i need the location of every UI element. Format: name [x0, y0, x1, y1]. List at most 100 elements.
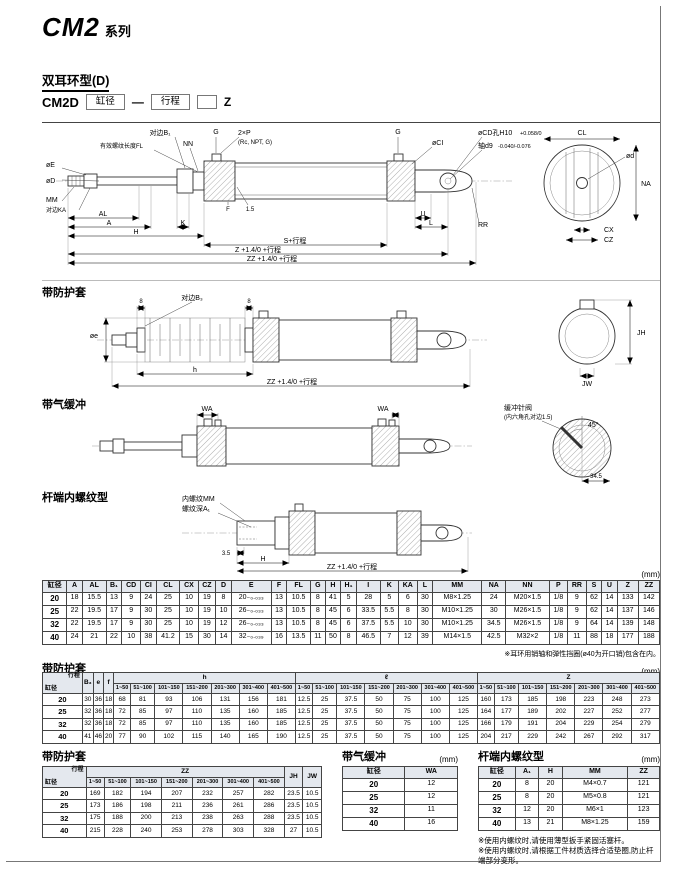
- stroke-range-header: 51~100: [493, 683, 520, 694]
- label-cx: CX: [604, 227, 614, 234]
- label-nn: NN: [183, 141, 193, 148]
- dim-cell: 30: [416, 617, 434, 632]
- col-header: G: [310, 580, 326, 593]
- dim-cell: M26×1.5: [505, 604, 550, 619]
- stroke-range-header: 51~100: [311, 683, 338, 694]
- col-header: ZZ: [637, 580, 661, 593]
- dimension-lines: [61, 136, 639, 266]
- label-fl: 有效螺纹长度FL: [100, 142, 144, 150]
- dim-cell: 37.5: [355, 617, 381, 632]
- dim-cell: 36: [92, 705, 105, 719]
- dim-cell: 18: [66, 591, 83, 606]
- dim-cell: 22: [66, 604, 83, 619]
- dim-cell: 30: [140, 617, 157, 632]
- dim-cell: 10: [179, 591, 199, 606]
- dim-cell: 12: [404, 777, 458, 792]
- col-header: FL: [286, 580, 311, 593]
- stroke-range-header: 401~500: [266, 683, 296, 694]
- label-8-left: 8: [139, 299, 143, 305]
- dim-cell: 227: [574, 705, 604, 719]
- label-jh: JH: [637, 330, 646, 337]
- dim-cell: 24: [481, 591, 507, 606]
- dim-cell: 11: [310, 630, 326, 645]
- label-na: NA: [641, 181, 651, 188]
- dim-cell: 6: [340, 617, 357, 632]
- col-header: CX: [179, 580, 199, 593]
- dim-cell: 10.5: [302, 824, 322, 838]
- dim-cell: 36: [92, 717, 105, 732]
- dim-cell: 273: [630, 692, 661, 707]
- stroke-range-header: 1~50: [113, 683, 131, 694]
- dim-cell: 93: [154, 692, 184, 707]
- label-z-stroke: Z +1.4/0 +行程: [235, 245, 281, 254]
- label-8-right: 8: [247, 299, 251, 305]
- corner-bore-label: 缸径: [45, 685, 58, 692]
- dim-cell: M20×1.5: [505, 591, 550, 606]
- dim-cell: 72: [113, 717, 131, 732]
- dim-cell: 207: [160, 786, 193, 801]
- dim-cell: 25: [311, 717, 338, 732]
- label-female-zz: ZZ +1.4/0 +行程: [327, 562, 377, 571]
- dim-cell: 46.5: [355, 630, 381, 645]
- stroke-range-header: 51~100: [129, 683, 156, 694]
- stroke-range-header: 301~400: [222, 777, 255, 788]
- boot-labels: 8 8 对边B₃ øe h ZZ +1.4/0 +行程 JH JW: [90, 293, 646, 388]
- dim-cell: 12: [397, 630, 418, 645]
- dim-cell: 20₋₀.₀₃₃: [230, 591, 272, 606]
- col-header: K: [379, 580, 399, 593]
- section-heading: 双耳环型(D): [42, 70, 110, 92]
- dim-cell: 41.2: [155, 630, 181, 645]
- dim-cell: 50: [364, 692, 394, 707]
- dim-cell: 33.5: [355, 604, 381, 619]
- dim-cell: 21: [81, 630, 107, 645]
- dim-cell: 12.5: [294, 705, 314, 719]
- bore-cell: 32: [42, 811, 87, 826]
- stroke-range-header: 51~100: [103, 777, 132, 788]
- dim-cell: 100: [420, 717, 450, 732]
- bore-cell: 25: [42, 799, 87, 813]
- dim-cell: 75: [392, 692, 422, 707]
- dim-cell: 88: [585, 630, 603, 645]
- dim-cell: 25: [155, 591, 181, 606]
- dim-cell: 238: [191, 811, 224, 826]
- dim-cell: 19: [197, 617, 217, 632]
- label-oe: øE: [46, 162, 55, 169]
- col-header: CZ: [197, 580, 217, 593]
- dim-cell: M32×2: [505, 630, 550, 645]
- dim-cell: 100: [420, 705, 450, 719]
- dim-cell: 102: [154, 730, 184, 744]
- label-port-sub: (Rc, NPT, G): [238, 140, 272, 146]
- dim-cell: 303: [222, 824, 255, 838]
- clevis-end-view: [543, 144, 621, 222]
- corner-stroke-label: 行程: [71, 767, 84, 773]
- dim-cell: 169: [85, 786, 105, 801]
- stroke-range-header: 401~500: [253, 777, 285, 788]
- dim-cell: 185: [266, 717, 296, 732]
- dim-cell: 62: [585, 591, 603, 606]
- dim-cell: 32: [81, 705, 94, 719]
- label-b3: 对边B₃: [181, 293, 203, 302]
- unit-label-cushion: (mm): [439, 755, 458, 764]
- label-zz-boot: ZZ +1.4/0 +行程: [267, 377, 317, 386]
- boot-end-view: [558, 299, 616, 365]
- dim-cell: 37.5: [336, 717, 366, 732]
- label-wa-left: WA: [201, 406, 212, 413]
- dim-cell: 12.5: [294, 717, 314, 732]
- dim-cell: 166: [477, 717, 495, 732]
- col-header: I: [355, 580, 381, 593]
- dim-cell: 194: [130, 786, 162, 801]
- dim-cell: 160: [238, 717, 268, 732]
- dim-cell: 10: [121, 630, 142, 645]
- dim-cell: 13: [514, 816, 540, 831]
- label-zz-stroke: ZZ +1.4/0 +行程: [247, 254, 297, 263]
- dim-cell: 213: [160, 811, 193, 826]
